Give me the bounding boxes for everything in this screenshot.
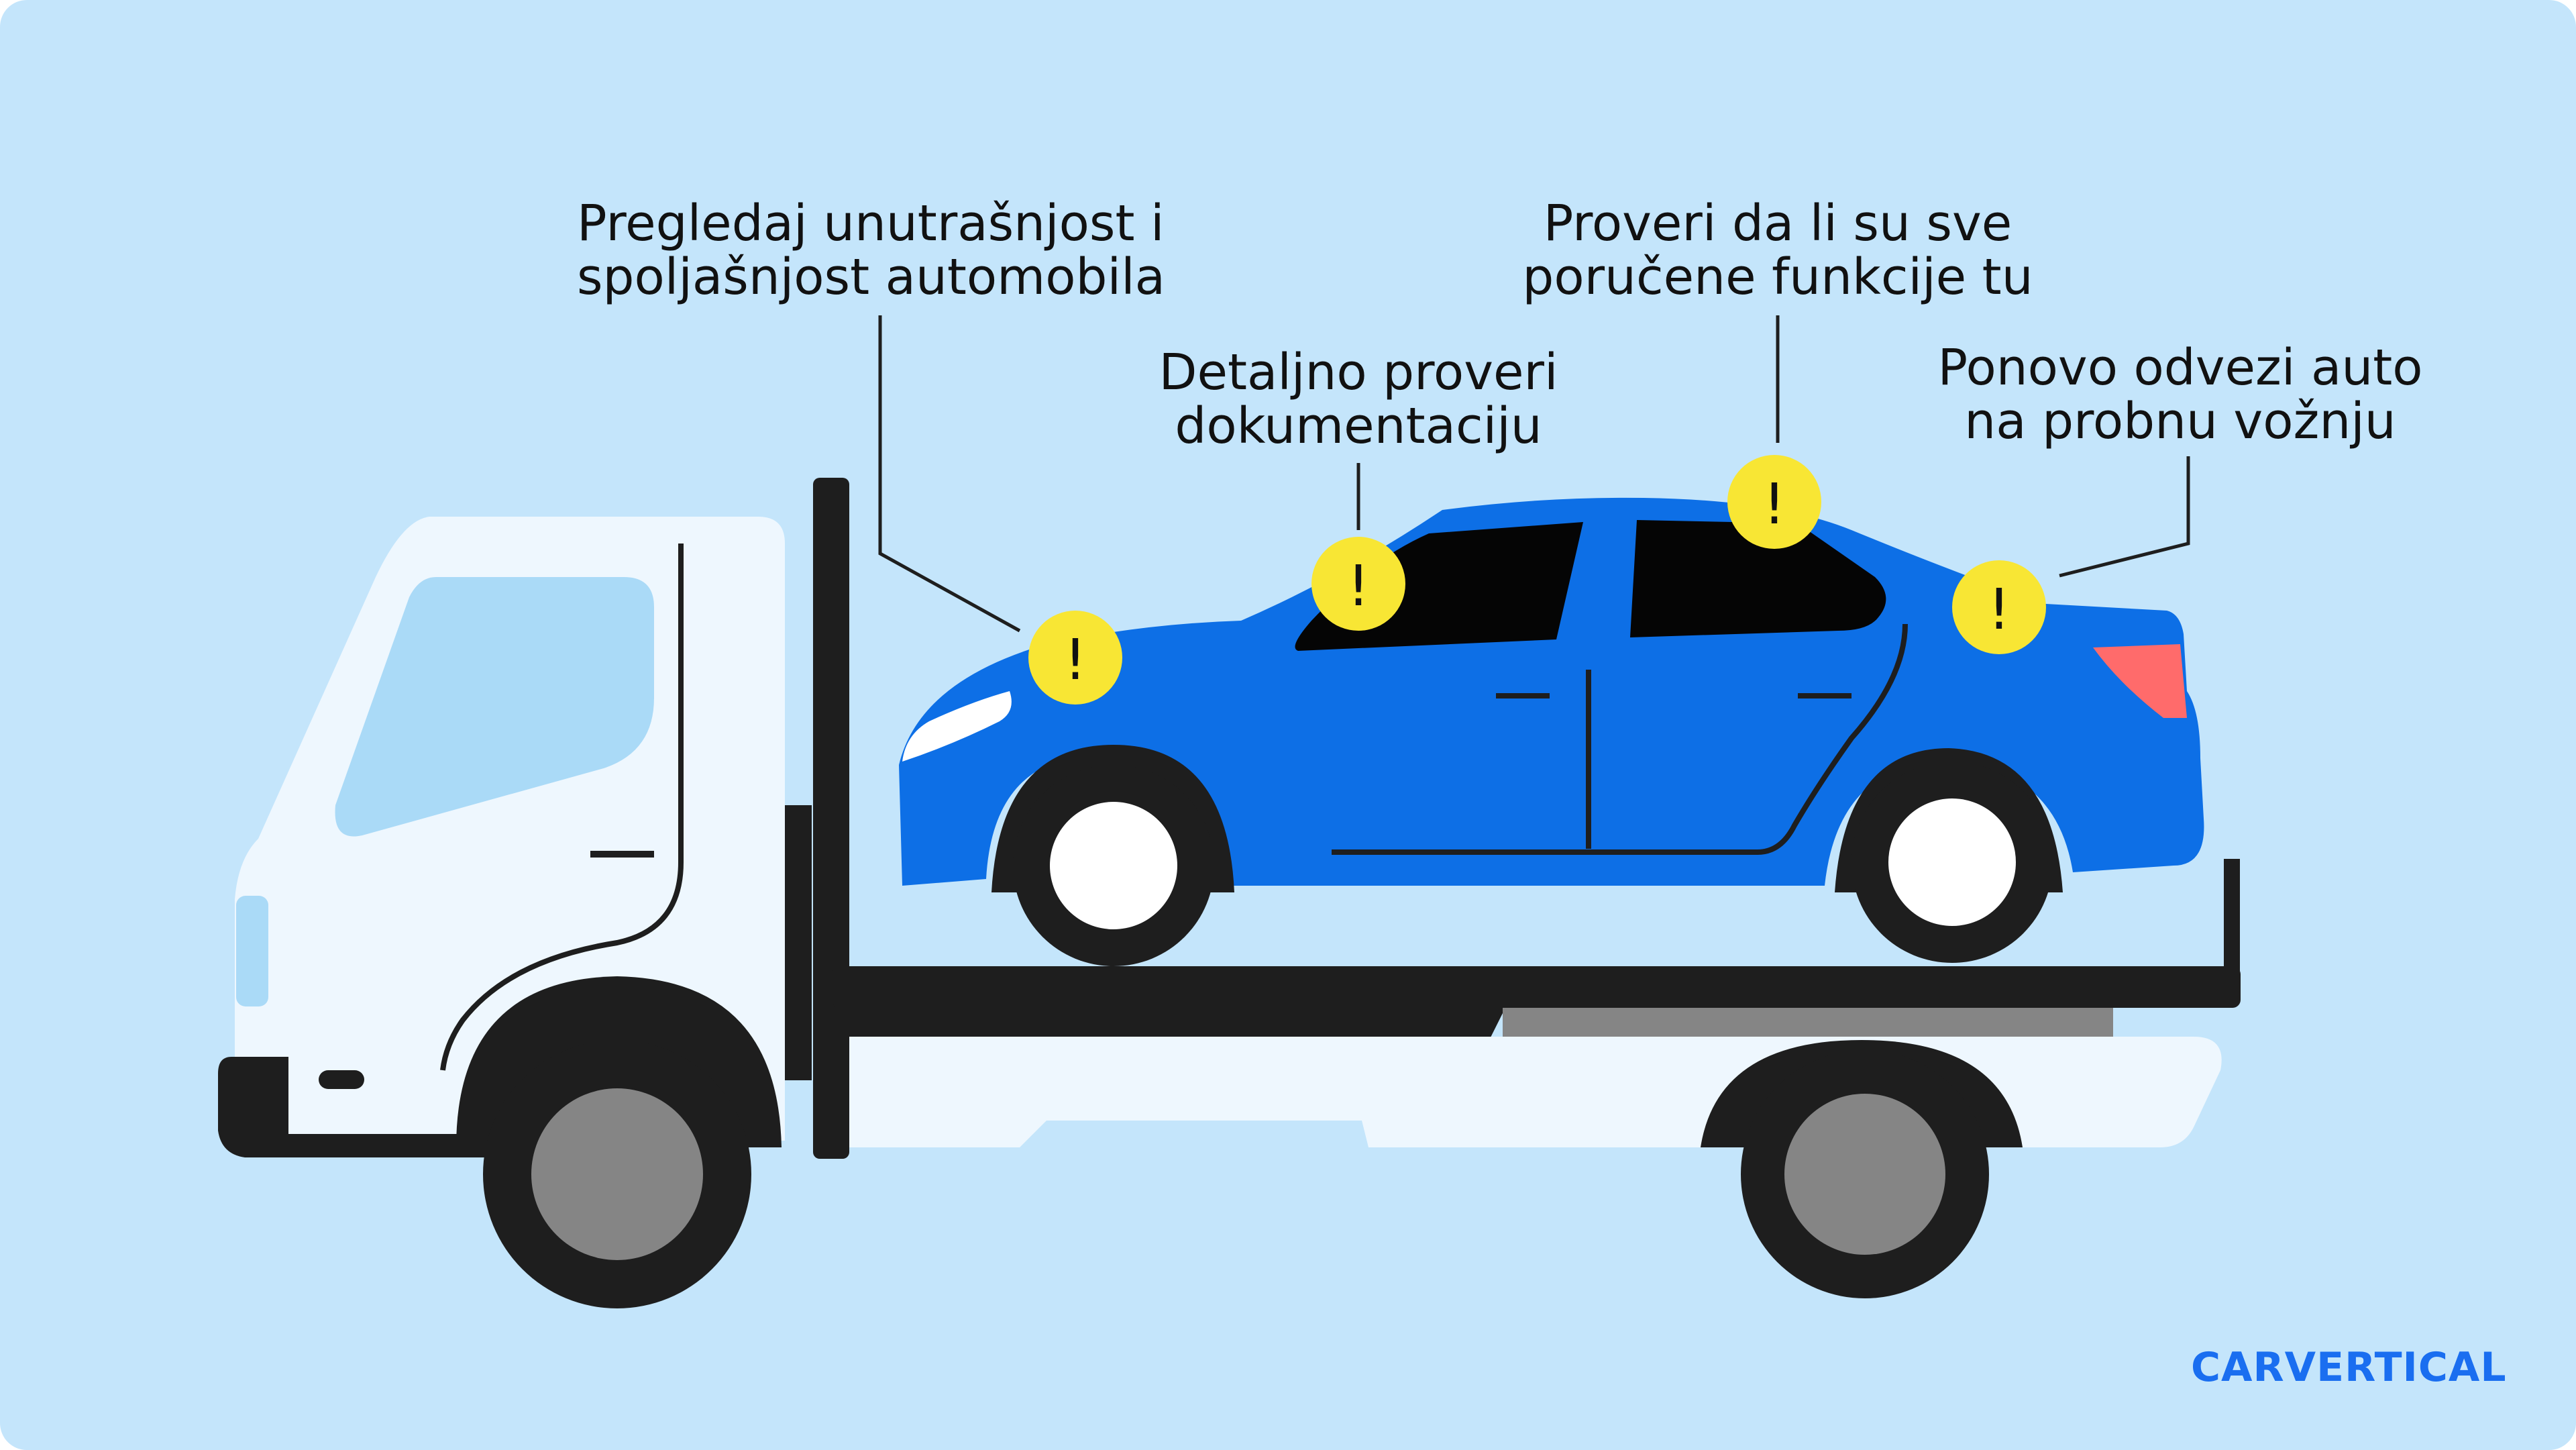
car-tail-light — [2093, 644, 2187, 718]
warning-marker-test-drive: ! — [1952, 560, 2046, 654]
bed-post — [813, 478, 849, 1159]
label-documents-line2: dokumentaciju — [1175, 397, 1542, 455]
car-rear-wheel — [1851, 762, 2053, 963]
exclamation-icon: ! — [1347, 553, 1370, 619]
tow-truck — [218, 478, 2241, 1308]
label-test-drive: Ponovo odvezi auto na probnu vožnju — [1919, 341, 2442, 448]
label-inspect-line1: Pregledaj unutrašnjost i — [577, 195, 1165, 252]
label-features: Proveri da li su sve poručene funkcije t… — [1503, 197, 2053, 304]
car-headlight — [902, 691, 1012, 762]
truck-front-wheel — [483, 1040, 751, 1308]
callout-line-test-drive — [2059, 456, 2190, 578]
exclamation-icon: ! — [1763, 471, 1786, 537]
label-documents: Detaljno proveri dokumentaciju — [1140, 346, 1576, 453]
callout-lines — [878, 315, 2190, 633]
label-features-line1: Proveri da li su sve — [1543, 195, 2012, 252]
callout-line-inspect — [878, 315, 1021, 633]
car-front-wheel — [1013, 765, 1214, 966]
brand-logo: CARVERTICAL — [2191, 1344, 2507, 1391]
label-inspect: Pregledaj unutrašnjost i spoljašnjost au… — [577, 195, 1165, 306]
label-features-line2: poručene funkcije tu — [1522, 248, 2033, 306]
side-light — [236, 896, 268, 1006]
exclamation-icon: ! — [1064, 627, 1087, 692]
label-documents-line1: Detaljno proveri — [1159, 344, 1558, 401]
label-test-drive-line2: na probnu vožnju — [1964, 393, 2396, 450]
exclamation-icon: ! — [1988, 576, 2010, 642]
label-inspect-line2: spoljašnjost automobila — [577, 248, 1165, 306]
warning-marker-features: ! — [1727, 455, 1821, 549]
warning-marker-inspect: ! — [1028, 611, 1122, 705]
door-handle — [590, 851, 654, 858]
label-test-drive-line1: Ponovo odvezi auto — [1937, 339, 2423, 397]
warning-markers: ! ! ! ! — [1028, 455, 2046, 705]
truck-rear-wheel — [1741, 1050, 1989, 1298]
warning-marker-documents: ! — [1311, 537, 1405, 631]
flatbed — [832, 966, 2241, 1008]
car — [899, 497, 2204, 966]
car-rear-window — [1630, 520, 1886, 637]
cab-window — [335, 577, 654, 837]
